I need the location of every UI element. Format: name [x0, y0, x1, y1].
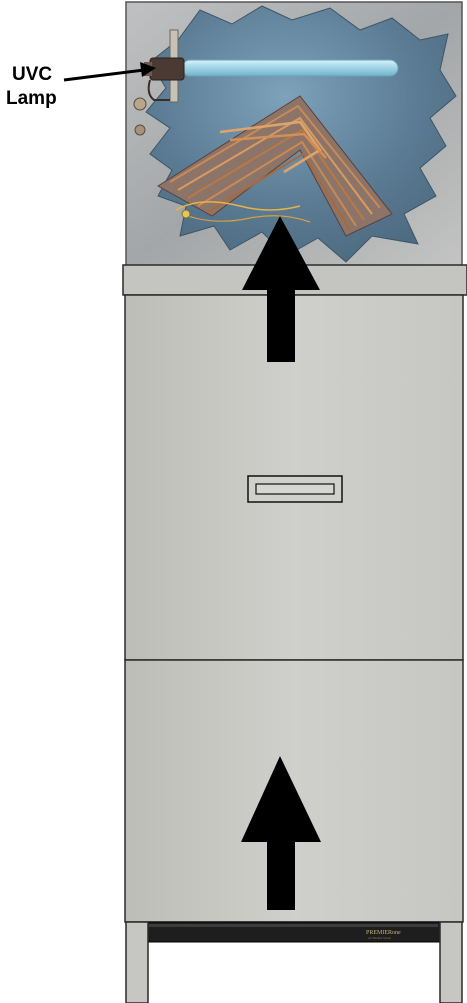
- callout-label-line2: Lamp: [6, 88, 57, 109]
- right-leg: [440, 922, 462, 1003]
- lamp-tube: [182, 60, 398, 76]
- left-leg: [126, 922, 148, 1003]
- lamp-base: [150, 58, 184, 80]
- lamp-mount-screw: [134, 98, 146, 110]
- coil-section: [126, 2, 462, 266]
- door-handle: [248, 476, 342, 502]
- cabinet-base: PREMIERone Air Handler Model: [146, 922, 440, 942]
- callout-label-line1: UVC: [12, 64, 52, 85]
- brand-tagline: Air Handler Model: [368, 936, 391, 940]
